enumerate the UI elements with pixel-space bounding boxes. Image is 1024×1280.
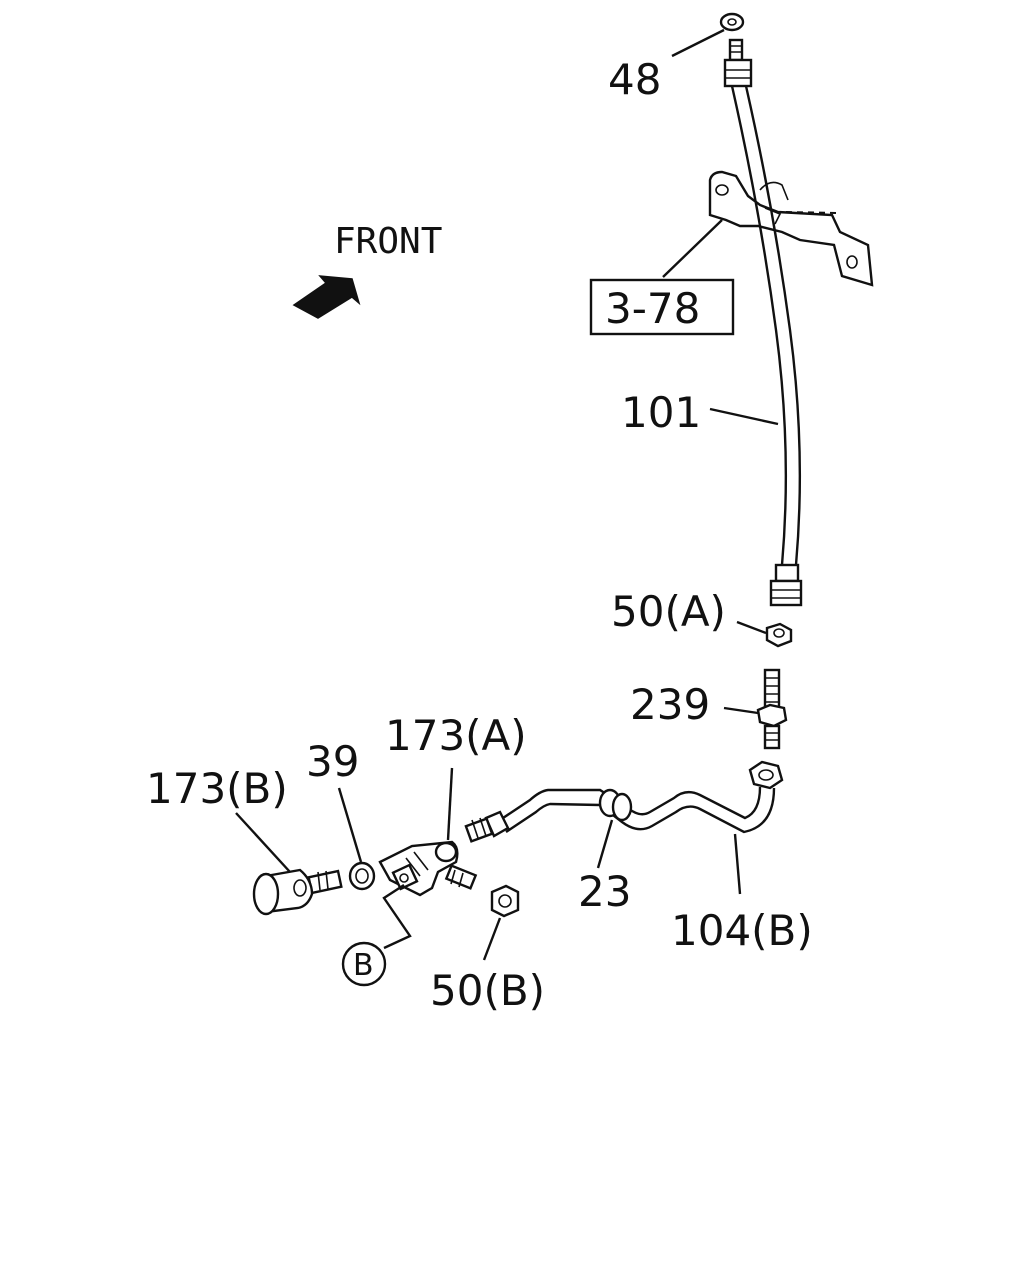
callout-b-label: B	[353, 948, 374, 983]
leader-50b	[482, 917, 502, 961]
leader-48	[671, 28, 725, 58]
leader-50a	[736, 620, 767, 635]
label-173b: 173(B)	[146, 764, 288, 813]
o-ring-39	[348, 861, 376, 891]
tee-fitting-173a	[378, 840, 478, 897]
hose-101	[723, 38, 803, 607]
leader-104b	[733, 833, 742, 895]
pipe-104b	[464, 760, 784, 843]
label-173a: 173(A)	[385, 711, 527, 760]
leader-173a	[446, 767, 454, 841]
label-50b: 50(B)	[430, 966, 545, 1015]
front-label: FRONT	[334, 221, 442, 262]
leader-173b	[235, 812, 291, 873]
label-104b: 104(B)	[671, 906, 813, 955]
label-239: 239	[630, 680, 710, 729]
callout-b-circle	[341, 941, 387, 987]
leader-239	[723, 706, 759, 715]
label-23: 23	[578, 867, 631, 916]
label-48: 48	[608, 55, 661, 104]
connector-239	[756, 668, 788, 750]
reference-box	[589, 278, 735, 336]
leader-39	[337, 787, 363, 863]
bracket	[708, 170, 874, 287]
leader-101	[709, 407, 779, 426]
leader-3-78	[662, 219, 723, 278]
front-arrow-icon	[292, 275, 361, 319]
reference-box-label: 3-78	[605, 284, 700, 333]
label-101: 101	[621, 388, 701, 437]
washer-48	[719, 12, 745, 32]
leader-23	[596, 819, 614, 869]
nut-50a	[765, 622, 793, 648]
plug-173b	[252, 868, 343, 916]
label-50a: 50(A)	[611, 587, 726, 636]
leader-callout-b	[382, 883, 412, 950]
label-39: 39	[306, 737, 359, 786]
nut-50b	[490, 884, 520, 918]
